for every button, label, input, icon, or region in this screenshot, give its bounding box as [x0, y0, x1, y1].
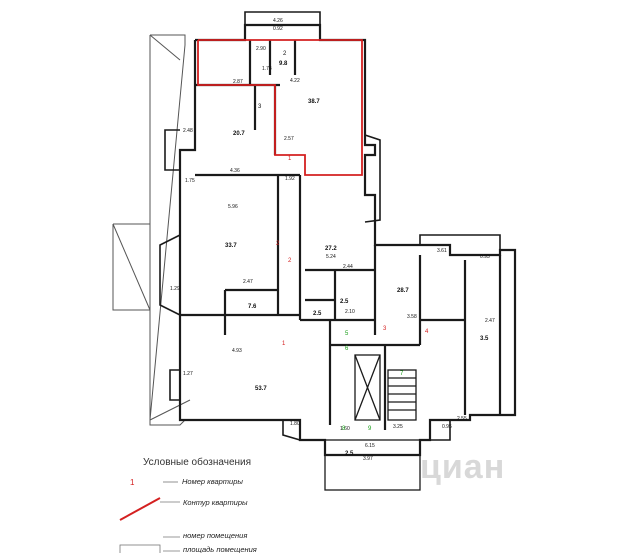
dimension-label: 2.57: [284, 136, 294, 142]
dimension-label: 2.55: [457, 416, 467, 422]
room-area-label: 2.5: [340, 299, 349, 305]
dimension-label: 2.44: [343, 264, 353, 270]
dimension-label: 2.87: [233, 79, 243, 85]
dimension-label: 3.97: [363, 456, 373, 462]
dimension-label: 4.22: [290, 78, 300, 84]
dimension-label: 2.10: [345, 309, 355, 315]
room-area-label: 28.7: [397, 288, 409, 294]
dimension-label: 6.15: [365, 443, 375, 449]
room-area-label: 20.7: [233, 131, 245, 137]
apartment-numbers: 1 1 2 2 3 4 5 6 7 8 9: [276, 156, 429, 432]
room-number-label: 6: [345, 346, 349, 352]
legend-room-symbol: [119, 544, 161, 553]
legend-item-label: Контур квартиры: [183, 498, 248, 507]
room-area-label: 3.5: [480, 336, 489, 342]
walls: [178, 23, 517, 457]
legend-title: Условные обозначения: [143, 456, 251, 468]
room-area-label: 27.2: [325, 246, 337, 252]
apartment-number-label: 1: [282, 341, 286, 347]
dimension-label: 3.25: [393, 424, 403, 430]
bay-windows: [159, 11, 501, 441]
dimension-label: 4.93: [232, 348, 242, 354]
apartment-contour: [197, 39, 363, 176]
dimension-label: 1.60: [340, 426, 350, 432]
room-labels: 38.7 2 9.8 3 20.7 33.7 27.2 2.5 28.7 3.5…: [225, 51, 489, 457]
dimension-label: 1.27: [183, 371, 193, 377]
room-area-label: 2.5: [345, 451, 354, 457]
room-number-label: 9: [368, 426, 372, 432]
dimension-label: 1.29: [170, 286, 180, 292]
stair-core: [324, 354, 421, 491]
dimension-label: 2.48: [183, 128, 193, 134]
room-area-label: 38.7: [308, 99, 320, 105]
dimension-label: 4.36: [230, 168, 240, 174]
dimension-label: 1.75: [185, 178, 195, 184]
dimension-label: 1.74: [262, 66, 272, 72]
dimension-label: 0.95: [442, 424, 452, 430]
room-area-label: 9.8: [279, 61, 288, 67]
room-number-label: 7: [400, 371, 404, 377]
dimension-label: 2.90: [256, 46, 266, 52]
apartment-number-label: 1: [288, 156, 292, 162]
dimension-label: 3.61: [437, 248, 447, 254]
apartment-number-label: 4: [425, 329, 429, 335]
room-number-label: 3: [258, 104, 262, 110]
legend-item-label: Номер квартиры: [182, 477, 243, 486]
dimension-label: 1.80: [290, 421, 300, 427]
legend-contour-symbol: [119, 497, 161, 521]
dimension-label: 0.92: [273, 26, 283, 32]
legend-item-label: номер помещения: [183, 531, 247, 540]
dimension-label: 4.26: [273, 18, 283, 24]
room-area-label: 33.7: [225, 243, 237, 249]
room-number-label: 8: [342, 426, 346, 432]
room-number-label: 2: [283, 51, 287, 57]
dimension-label: 2.47: [243, 279, 253, 285]
watermark: циан: [420, 448, 505, 486]
dimension-label: 3.58: [407, 314, 417, 320]
apartment-number-label: 3: [383, 326, 387, 332]
dimension-labels: 4.26 0.92 2.90 1.74 4.22 2.87 2.57 4.36 …: [170, 18, 495, 462]
legend-item-label: площадь помещения: [183, 545, 257, 553]
legend-apartment-symbol: 1: [130, 478, 135, 487]
dimension-label: 5.24: [326, 254, 336, 260]
room-area-label: 2.5: [313, 311, 322, 317]
dimension-label: 2.47: [485, 318, 495, 324]
dimension-label: 1.92: [285, 176, 295, 182]
apartment-number-label: 2: [288, 258, 292, 264]
dimension-label: 0.93: [480, 254, 490, 260]
room-number-label: 5: [345, 331, 349, 337]
apartment-number-label: 2: [276, 241, 280, 247]
dimension-label: 5.96: [228, 204, 238, 210]
terrace-outline: [112, 34, 191, 426]
room-area-label: 7.6: [248, 304, 257, 310]
room-area-label: 53.7: [255, 386, 267, 392]
legend: Условные обозначения 1 Номер квартиры Ко…: [119, 456, 257, 553]
